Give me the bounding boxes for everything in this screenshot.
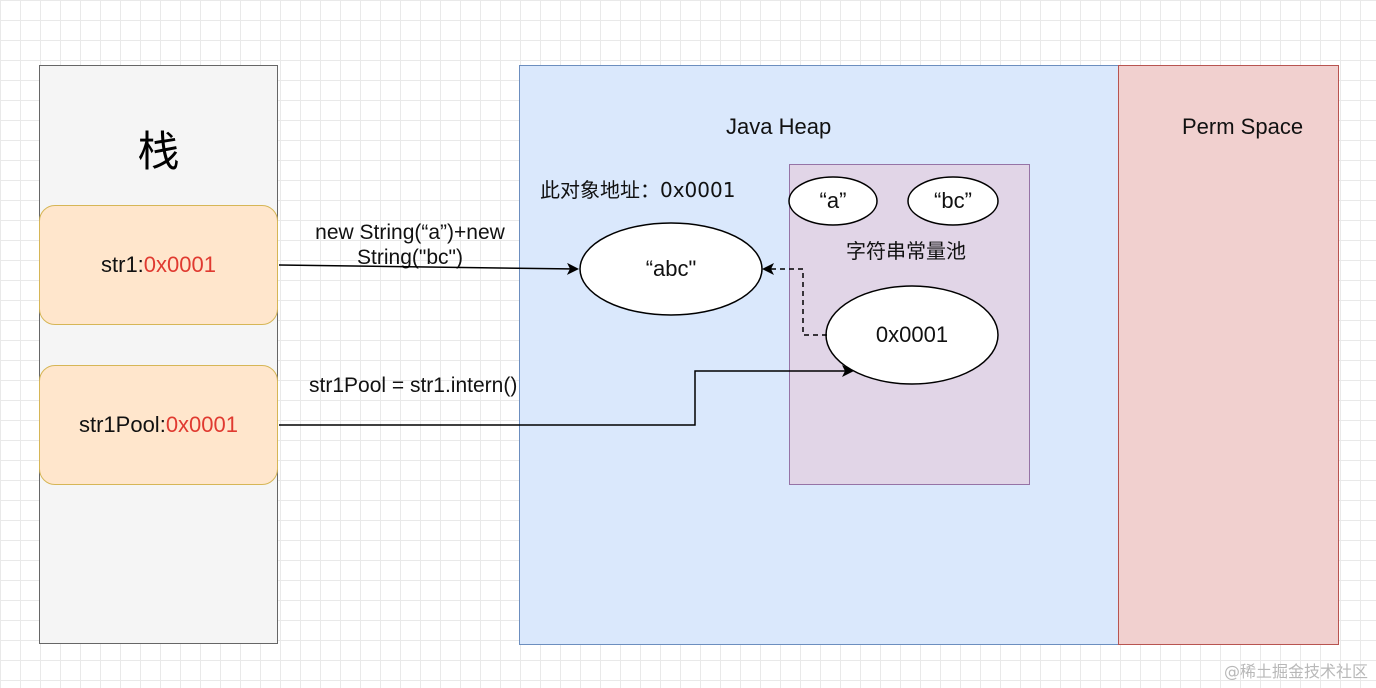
pool-title: 字符串常量池 bbox=[846, 239, 966, 263]
pool-reference-dashed-arrow bbox=[762, 263, 827, 336]
pool-ref-address: 0x0001 bbox=[875, 322, 949, 347]
stack-title: 栈 bbox=[137, 127, 180, 176]
new-string-arrow bbox=[278, 262, 579, 275]
a-literal-text: “a” bbox=[819, 188, 847, 213]
var-address: 0x0001 bbox=[143, 252, 216, 277]
intern-edge-label: str1Pool = str1.intern() bbox=[309, 374, 518, 397]
a-literal-ellipse[interactable] bbox=[788, 176, 878, 226]
heap-title: Java Heap bbox=[726, 114, 832, 139]
watermark: @稀土掘金技术社区 bbox=[1223, 662, 1368, 681]
new-string-edge-label: new String(“a”)+new String("bc") bbox=[315, 221, 505, 269]
bc-literal-ellipse[interactable] bbox=[907, 176, 999, 226]
intern-arrow bbox=[279, 365, 854, 426]
var-name: str1Pool: bbox=[78, 412, 166, 437]
var-address: 0x0001 bbox=[165, 412, 238, 437]
stack-var-str1[interactable]: str1:0x0001 bbox=[39, 205, 278, 325]
stack-var-str1pool[interactable]: str1Pool:0x0001 bbox=[39, 365, 278, 485]
bc-literal-text: “bc” bbox=[934, 188, 972, 213]
abc-object-text: “abc" bbox=[645, 256, 697, 281]
object-address-label: 此对象地址：0x0001 bbox=[540, 178, 736, 202]
perm-space-region bbox=[1118, 65, 1339, 645]
perm-title: Perm Space bbox=[1182, 114, 1304, 139]
stack-region bbox=[39, 65, 278, 644]
var-name: str1: bbox=[101, 252, 144, 277]
